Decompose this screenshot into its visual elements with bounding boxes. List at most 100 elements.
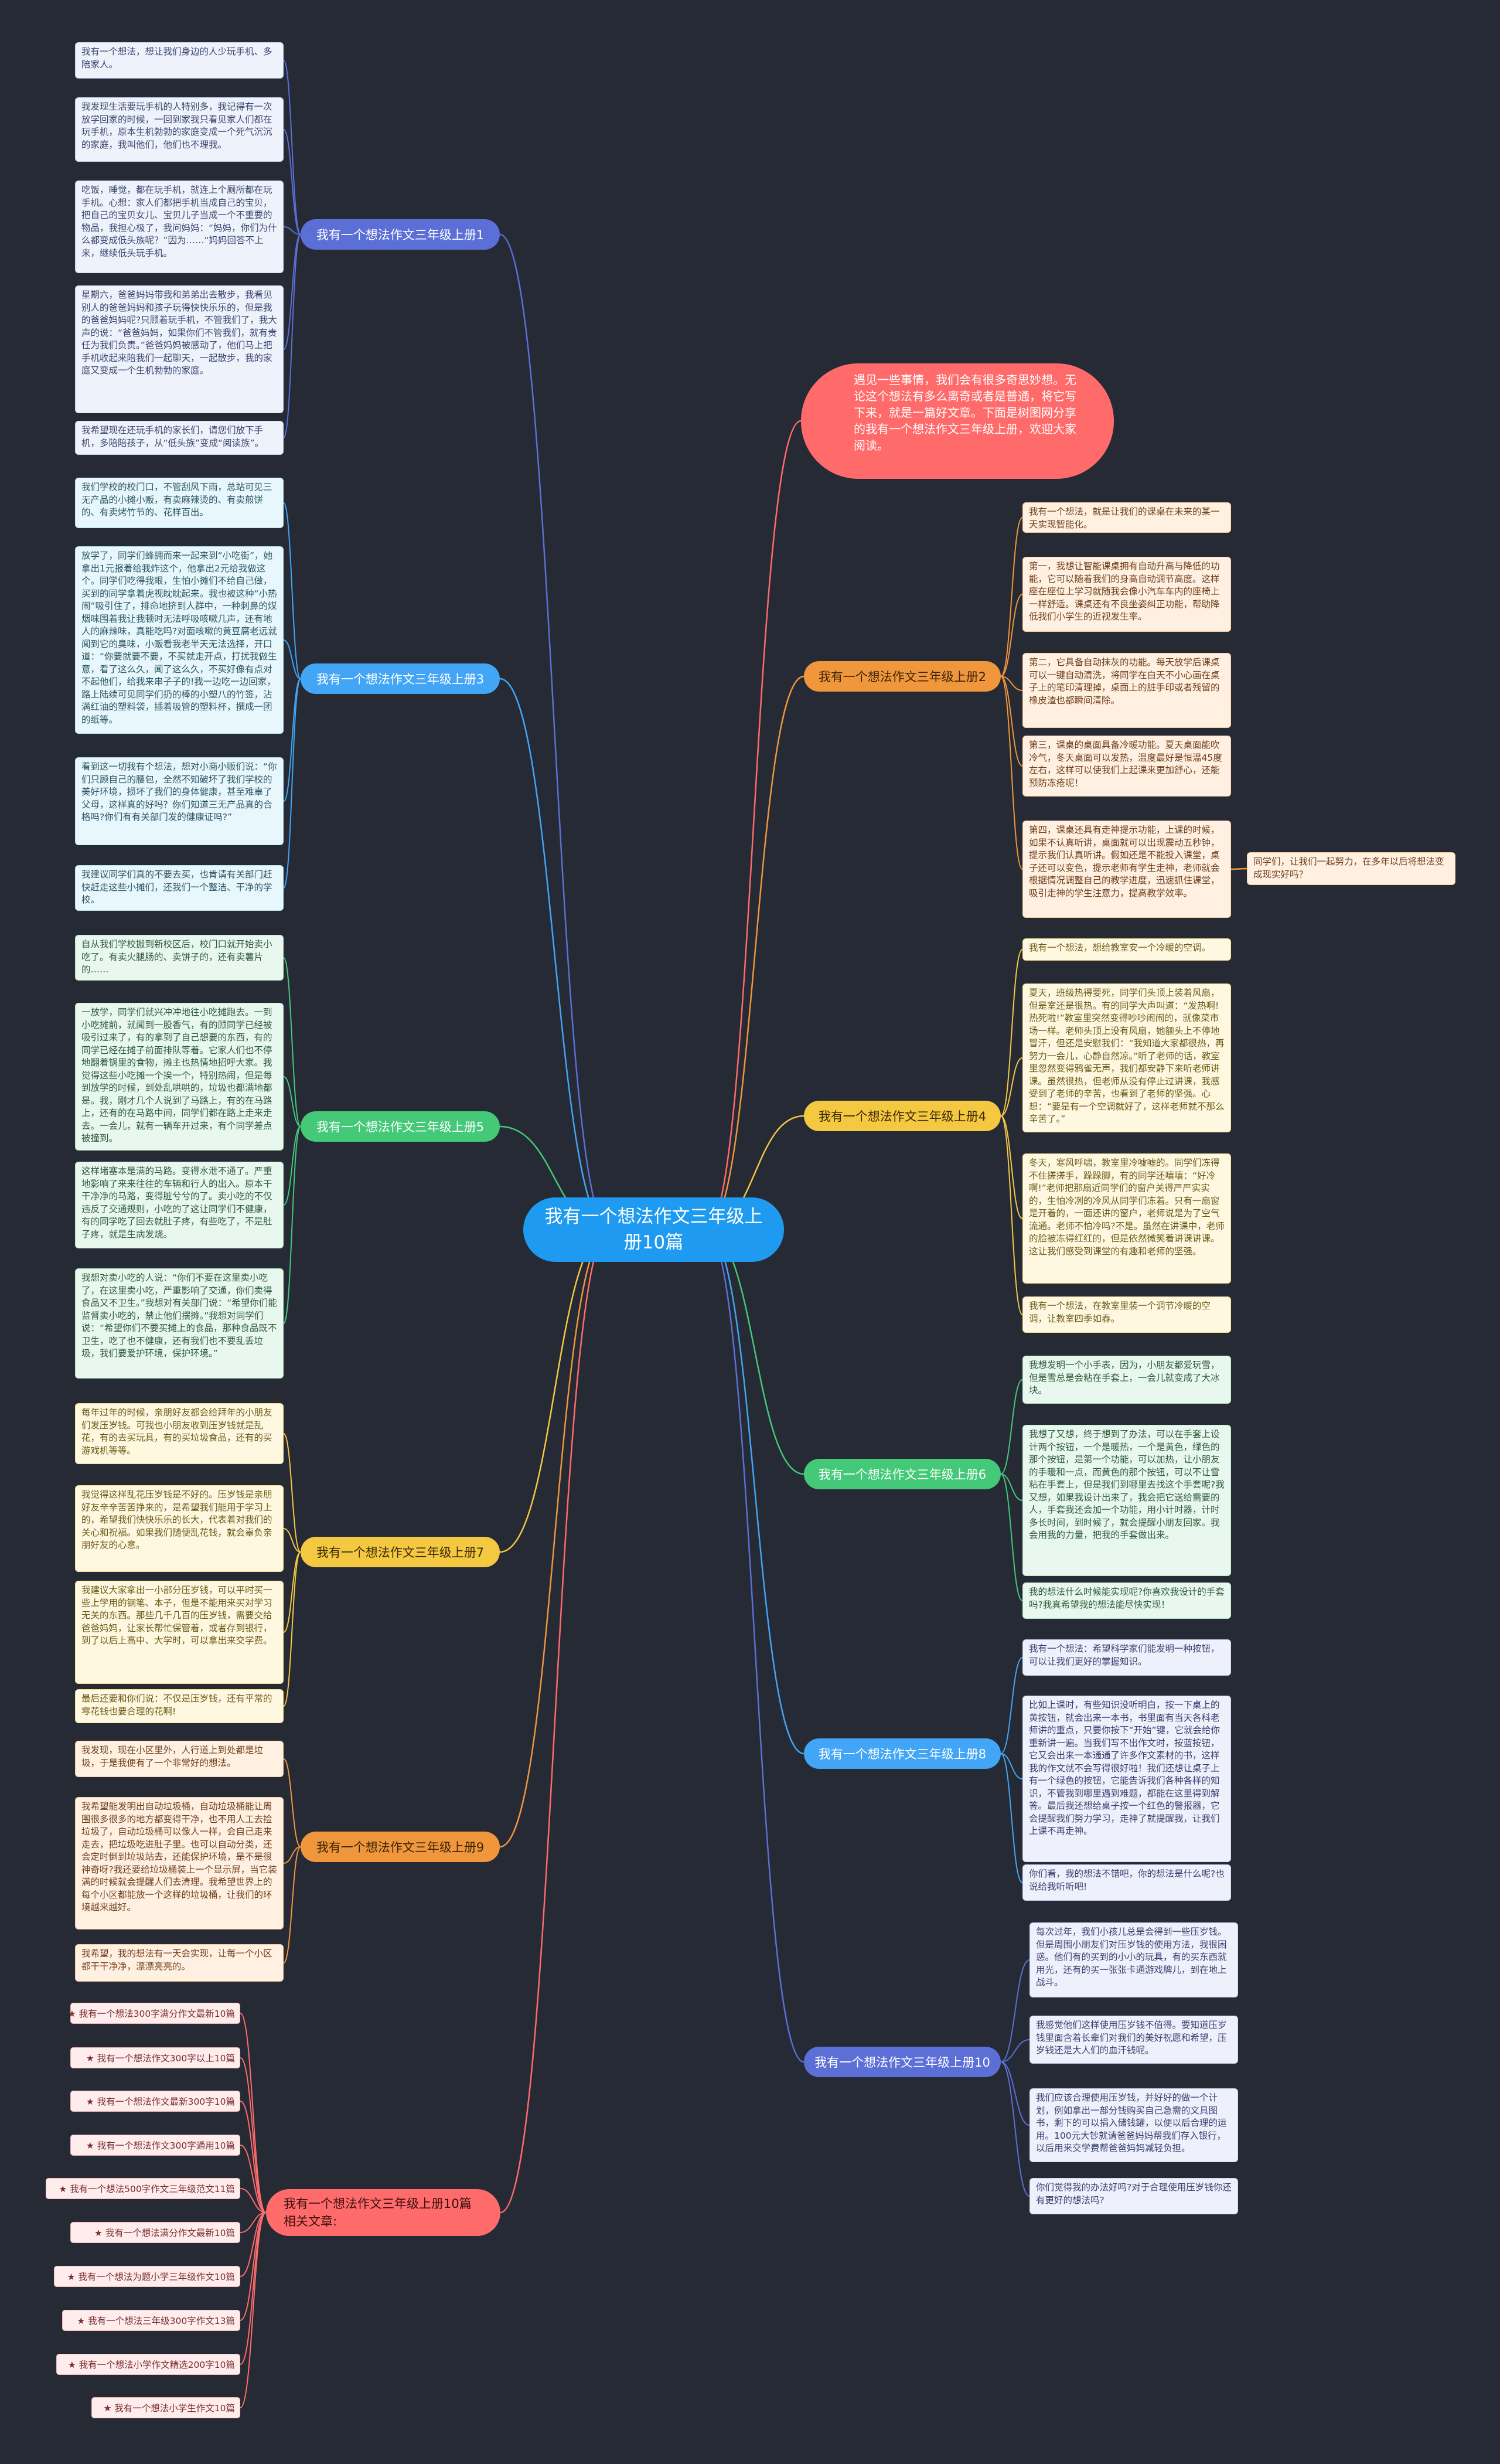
related-link[interactable]: ★ 我有一个想法为题小学三年级作文10篇	[54, 2266, 240, 2287]
note-b6-3[interactable]: 我的想法什么时候能实现呢?你喜欢我设计的手套吗?我真希望我的想法能尽快实现！	[1022, 1582, 1231, 1619]
note-b9-3[interactable]: 我希望，我的想法有一天会实现，让每一个小区都干干净净，漂漂亮亮的。	[75, 1944, 284, 1982]
connector	[283, 226, 301, 235]
connector	[240, 2101, 267, 2213]
branch-b1[interactable]: 我有一个想法作文三年级上册1	[301, 219, 500, 250]
note-b5-1[interactable]: 自从我们学校搬到新校区后，校门口就开始卖小吃了。有卖火腿肠的、卖饼子的，还有卖薯…	[75, 935, 284, 981]
note-b1-2[interactable]: 我发现生活要玩手机的人特别多，我记得有一次放学回家的时候，一回到家我只看见家人们…	[75, 97, 284, 162]
branch-label: 我有一个想法作文三年级上册10	[814, 2055, 990, 2070]
connector	[240, 2145, 267, 2213]
related-link[interactable]: ★ 我有一个想法三年级300字作文13篇	[62, 2310, 240, 2331]
note-b5-3[interactable]: 这样堵塞本是满的马路。变得水泄不通了。严重地影响了来来往往的车辆和行人的出入。原…	[75, 1162, 284, 1248]
related-link[interactable]: ★ 我有一个想法小学作文精选200字10篇	[56, 2354, 240, 2375]
note-b4-2[interactable]: 夏天，班级热得要死，同学们头顶上装着风扇，但是室还是很热。有的同学大声叫道：“发…	[1022, 983, 1231, 1132]
connector	[1000, 1657, 1023, 1754]
branch-b7[interactable]: 我有一个想法作文三年级上册7	[301, 1537, 500, 1567]
branch-label: 我有一个想法作文三年级上册4	[818, 1110, 987, 1124]
branch-label: 我有一个想法作文三年级上册8	[818, 1747, 987, 1761]
note-b2-3[interactable]: 第二，它具备自动抹灰的功能。每天放学后课桌可以一键自动清洗，将同学在白天不小心画…	[1022, 653, 1231, 728]
connector	[705, 1228, 804, 1755]
connector	[240, 2188, 267, 2213]
connector	[1000, 676, 1023, 870]
connector	[1000, 1473, 1023, 1501]
note-b1-3[interactable]: 吃饭，睡觉，都在玩手机，就连上个厕所都在玩手机。心想：家人们都把手机当成自己的宝…	[75, 181, 284, 273]
root-node[interactable]: 我有一个想法作文三年级上册10篇	[523, 1197, 784, 1262]
note-b2-5[interactable]: 第四，课桌还具有走神提示功能，上课的时候，如果不认真听讲，桌面就可以出现震动五秒…	[1022, 821, 1231, 918]
connector	[283, 678, 301, 889]
note-b10-4[interactable]: 你们觉得我的办法好吗?对于合理使用压岁钱你还有更好的想法吗?	[1029, 2178, 1238, 2214]
related-articles-node[interactable]: 我有一个想法作文三年级上册10篇相关文章:	[266, 2189, 500, 2236]
note-b7-4[interactable]: 最后还要和你们说：不仅是压岁钱，还有平常的零花钱也要合理的花啊!	[75, 1689, 284, 1723]
branch-label: 我有一个想法作文三年级上册7	[316, 1546, 485, 1560]
note-b10-1[interactable]: 每次过年，我们小孩儿总是会得到一些压岁钱。但是周围小朋友们对压岁钱的使用方法，我…	[1029, 1922, 1238, 1997]
note-b3-2[interactable]: 放学了，同学们蜂拥而来一起来到“小吃街”，她拿出1元报着给我炸这个，他拿出2元给…	[75, 546, 284, 734]
related-link[interactable]: ★ 我有一个想法作文300字通用10篇	[70, 2135, 240, 2156]
note-b10-2[interactable]: 我感觉他们这样使用压岁钱不值得。要知道压岁钱里面含着长辈们对我们的美好祝愿和希望…	[1029, 2016, 1238, 2064]
note-b9-1[interactable]: 我发现，现在小区里外，人行道上到处都是垃圾，于是我便有了一个非常好的想法。	[75, 1741, 284, 1777]
note-b4-4[interactable]: 我有一个想法，在教室里装一个调节冷暖的空调，让教室四季如春。	[1022, 1296, 1231, 1333]
note-b9-2[interactable]: 我希望能发明出自动垃圾桶，自动垃圾桶能让周围很多很多的地方都变得干净，也不用人工…	[75, 1797, 284, 1929]
note-b2-2[interactable]: 第一，我想让智能课桌拥有自动升高与降低的功能，它可以随着我们的身高自动调节高度。…	[1022, 557, 1231, 632]
related-link[interactable]: ★ 我有一个想法500字作文三年级范文11篇	[46, 2178, 240, 2199]
note-b2-4[interactable]: 第三，课桌的桌面具备冷暖功能。夏天桌面能吹冷气，冬天桌面可以发热，温度最好是恒温…	[1022, 736, 1231, 797]
branch-b10[interactable]: 我有一个想法作文三年级上册10	[804, 2047, 1001, 2077]
connector	[500, 1228, 610, 2214]
note-b7-2[interactable]: 我觉得这样乱花压岁钱是不好的。压岁钱是亲朋好友辛辛苦苦挣来的，是希望我们能用于学…	[75, 1485, 284, 1572]
connector	[1000, 594, 1023, 677]
connector	[705, 675, 804, 1231]
connector	[1000, 949, 1023, 1117]
connector	[1000, 1057, 1023, 1117]
connector	[240, 2212, 267, 2365]
note-b8-3[interactable]: 你们看，我的想法不错吧，你的想法是什么呢?也说给我听听吧!	[1022, 1864, 1231, 1901]
note-b5-2[interactable]: 一放学，同学们就兴冲冲地往小吃摊跑去。一到小吃摊前，就闻到一股香气，有的顾同学已…	[75, 1003, 284, 1151]
branch-b9[interactable]: 我有一个想法作文三年级上册9	[301, 1832, 500, 1862]
branch-label: 我有一个想法作文三年级上册1	[316, 228, 485, 242]
note-b8-1[interactable]: 我有一个想法：希望科学家们能发明一种按钮，可以让我们更好的掌握知识。	[1022, 1639, 1231, 1676]
branch-b6[interactable]: 我有一个想法作文三年级上册6	[804, 1459, 1001, 1489]
note-b3-1[interactable]: 我们学校的校门口，不管刮风下雨，总站可见三无产品的小摊小贩，有卖麻辣烫的、有卖煎…	[75, 478, 284, 528]
connector	[240, 2013, 267, 2213]
branch-b4[interactable]: 我有一个想法作文三年级上册4	[804, 1101, 1001, 1131]
connector	[499, 678, 610, 1231]
branch-label: 我有一个想法作文三年级上册5	[316, 1120, 485, 1134]
connector	[283, 1433, 301, 1553]
note-b2-side[interactable]: 同学们，让我们一起努力，在多年以后将想法变成现实好吗？	[1247, 852, 1455, 885]
connector	[240, 2057, 267, 2213]
note-b6-2[interactable]: 我想了又想，终于想到了办法，可以在手套上设计两个按钮，一个是暖热，一个是黄色，绿…	[1022, 1425, 1231, 1576]
branch-b5[interactable]: 我有一个想法作文三年级上册5	[301, 1111, 500, 1142]
connector	[283, 1126, 301, 1324]
connector	[283, 1076, 301, 1127]
connector	[240, 2212, 267, 2321]
related-link[interactable]: ★ 我有一个想法作文300字以上10篇	[70, 2047, 240, 2068]
connector	[283, 678, 301, 802]
note-b7-3[interactable]: 我建议大家拿出一小部分压岁钱，可以平时买一些上学用的钢笔、本子，但是不能用来买对…	[75, 1581, 284, 1684]
branch-label: 我有一个想法作文三年级上册3	[316, 672, 485, 686]
note-b1-1[interactable]: 我有一个想法，想让我们身边的人少玩手机、多陪家人。	[75, 42, 284, 79]
note-b4-1[interactable]: 我有一个想法，想给教室安一个冷暖的空调。	[1022, 938, 1231, 961]
note-b1-5[interactable]: 我希望现在还玩手机的家长们，请您们放下手机，多陪陪孩子，从“低头族”变成“阅读族…	[75, 421, 284, 455]
related-link[interactable]: ★ 我有一个想法小学生作文10篇	[91, 2397, 240, 2418]
note-b5-4[interactable]: 我想对卖小吃的人说：“你们不要在这里卖小吃了，在这里卖小吃，严重影响了交通，你们…	[75, 1268, 284, 1379]
connector	[705, 420, 802, 1231]
note-b2-1[interactable]: 我有一个想法，就是让我们的课桌在未来的某一天实现智能化。	[1022, 502, 1231, 533]
related-link[interactable]: ★ 我有一个想法300字满分作文最新10篇	[68, 2003, 240, 2024]
related-link[interactable]: ★ 我有一个想法满分作文最新10篇	[70, 2222, 240, 2243]
note-b10-3[interactable]: 我们应该合理使用压岁钱，并好好的做一个计划，例如拿出一部分钱购买自己急需的文具图…	[1029, 2088, 1238, 2162]
intro-node[interactable]: 遇见一些事情，我们会有很多奇思妙想。无论这个想法有多么离奇或者是普通，将它写下来…	[801, 363, 1114, 479]
note-b8-2[interactable]: 比如上课时，有些知识没听明白，按一下桌上的黄按钮，就会出来一本书，书里面有当天各…	[1022, 1696, 1231, 1862]
branch-b2[interactable]: 我有一个想法作文三年级上册2	[804, 661, 1001, 692]
branch-b3[interactable]: 我有一个想法作文三年级上册3	[301, 663, 500, 694]
note-b3-4[interactable]: 我建议同学们真的不要去买，也肯请有关部门赶快赶走这些小摊们，还我们一个整洁、干净…	[75, 865, 284, 911]
connector	[240, 2212, 267, 2233]
connector	[283, 129, 301, 235]
connector	[283, 1846, 301, 1963]
note-b1-4[interactable]: 星期六，爸爸妈妈带我和弟弟出去散步，我看见别人的爸爸妈妈和孩子玩得快快乐乐的，但…	[75, 285, 284, 413]
connector	[1000, 2061, 1030, 2197]
connector	[283, 639, 301, 679]
note-b7-1[interactable]: 每年过年的时候，亲朋好友都会给拜年的小朋友们发压岁钱。可我也小朋友收到压岁钱就是…	[75, 1403, 284, 1464]
note-b3-3[interactable]: 看到这一切我有个想法，想对小商小贩们说：“你们只顾自己的腰包，全然不知破坏了我们…	[75, 757, 284, 845]
branch-b8[interactable]: 我有一个想法作文三年级上册8	[804, 1738, 1001, 1769]
note-b4-3[interactable]: 冬天，寒风呼啸，教室里冷嘘嘘的。同学们冻得不住搓搓手，跺跺脚，有的同学还嚷嚷：“…	[1022, 1153, 1231, 1284]
note-b6-1[interactable]: 我想发明一个小手表，因为，小朋友都爱玩雪，但是雪总是会粘在手套上，一会儿就变成了…	[1022, 1356, 1231, 1404]
connector	[240, 2212, 267, 2408]
related-link[interactable]: ★ 我有一个想法作文最新300字10篇	[70, 2091, 240, 2112]
